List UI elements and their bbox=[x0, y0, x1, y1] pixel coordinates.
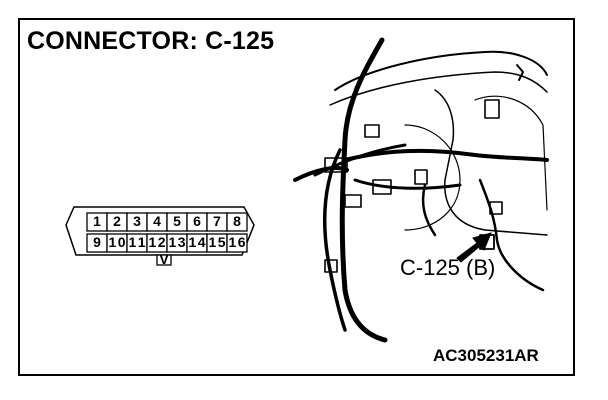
harness-connector-8 bbox=[414, 169, 428, 185]
dashboard-upper-contour bbox=[329, 71, 548, 106]
harness-main-bundle bbox=[339, 37, 388, 343]
harness-left-end bbox=[293, 166, 349, 182]
harness-left-bundle bbox=[323, 148, 347, 332]
harness-illustration bbox=[293, 37, 549, 343]
top-row-pin-label: 4 bbox=[153, 213, 161, 229]
harness-connector-6 bbox=[364, 124, 380, 138]
connector-key bbox=[156, 254, 172, 266]
top-row-pin-label: 8 bbox=[233, 213, 241, 229]
top-row-pin-label: 1 bbox=[93, 213, 101, 229]
top-row-pin-label: 7 bbox=[213, 213, 221, 229]
diagram-frame bbox=[18, 18, 575, 376]
bottom-row-pin-label: 9 bbox=[93, 234, 101, 250]
harness-connector-2 bbox=[372, 179, 392, 195]
top-row-pin-label: 5 bbox=[173, 213, 181, 229]
reference-code: AC305231AR bbox=[433, 346, 539, 365]
top-row-pin-label: 3 bbox=[133, 213, 141, 229]
arrow-pointer bbox=[456, 232, 492, 263]
bottom-row-pin-label: 12 bbox=[149, 234, 166, 250]
bottom-row-pin-label: 13 bbox=[169, 234, 186, 250]
bottom-row-pin-label: 14 bbox=[189, 234, 206, 250]
harness-connector-7 bbox=[324, 259, 338, 273]
top-row-pin-label: 2 bbox=[113, 213, 121, 229]
connector-title: CONNECTOR: C-125 bbox=[27, 27, 275, 55]
harness-connector-5 bbox=[489, 201, 503, 215]
harness-connector-1 bbox=[324, 157, 348, 173]
harness-clip bbox=[516, 64, 524, 81]
harness-center-branch bbox=[353, 178, 462, 190]
top-row-pin-cell bbox=[226, 212, 248, 232]
harness-connector-4 bbox=[484, 99, 500, 119]
connector-key-mark: V bbox=[159, 251, 169, 267]
dashboard-right-contour bbox=[474, 95, 548, 211]
harness-connector-3 bbox=[344, 194, 362, 208]
harness-drop-branch bbox=[421, 183, 437, 237]
bottom-row-pin-label: 10 bbox=[109, 234, 126, 250]
harness-cross-bundle bbox=[343, 148, 549, 162]
top-row-pin-label: 6 bbox=[193, 213, 201, 229]
connector-callout-label: C-125 (B) bbox=[400, 255, 496, 280]
bottom-row-pin-label: 16 bbox=[229, 234, 246, 250]
bottom-row-pin-cell bbox=[226, 233, 248, 253]
bottom-row-pin-label: 11 bbox=[129, 234, 146, 250]
dashboard-center-contour bbox=[404, 124, 461, 231]
harness-right-branch bbox=[478, 178, 545, 292]
dashboard-panel-edge bbox=[434, 89, 548, 236]
bottom-row-pin-label: 15 bbox=[209, 234, 226, 250]
